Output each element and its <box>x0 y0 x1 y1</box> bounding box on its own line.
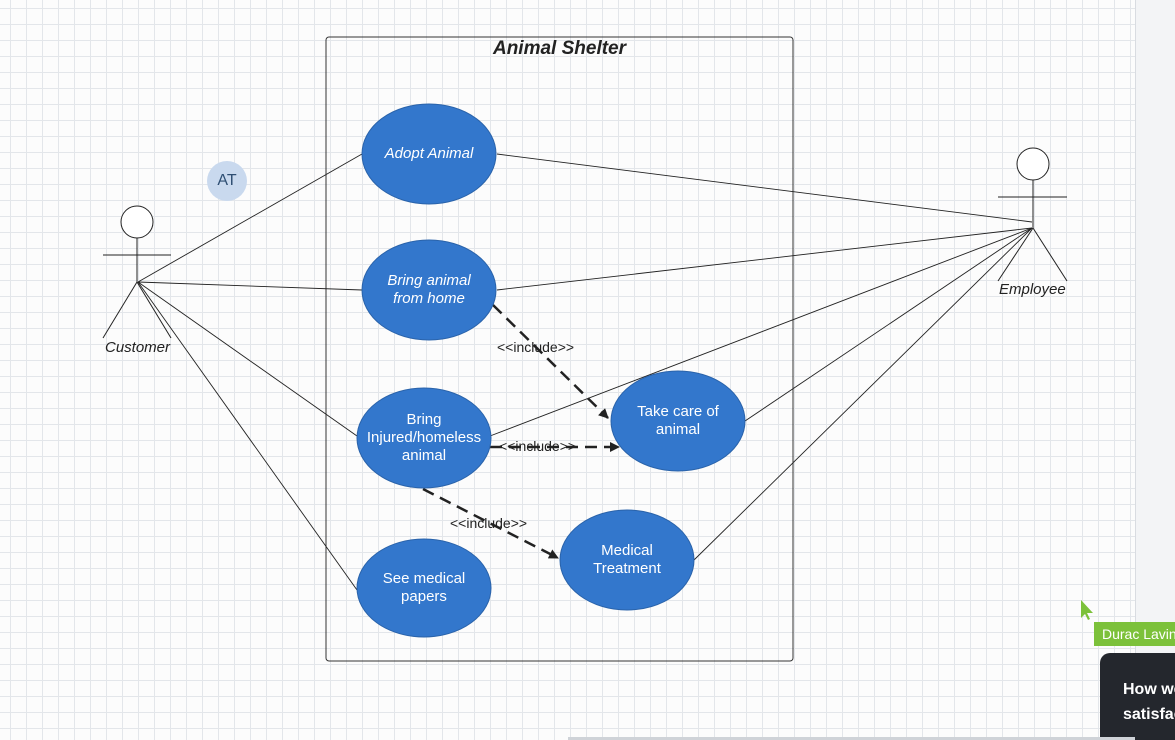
use-case-diagram <box>102 36 1093 662</box>
use-case-bring-injured-animal[interactable] <box>356 387 492 489</box>
actor-employee[interactable] <box>997 147 1068 282</box>
assoc-employee-take-care[interactable] <box>744 227 1033 422</box>
collaborator-cursor-icon <box>1081 600 1093 620</box>
include-arrow-bring-home-to-take-care[interactable] <box>492 304 609 419</box>
assoc-customer-see-papers[interactable] <box>137 281 358 591</box>
use-case-bring-animal-from-home[interactable] <box>361 239 497 341</box>
collaborator-avatar[interactable]: AT <box>207 161 247 201</box>
bottom-scrollbar[interactable] <box>568 737 1135 740</box>
assoc-employee-bring-home[interactable] <box>496 227 1033 291</box>
actor-customer-label: Customer <box>105 339 171 356</box>
employee-head <box>1016 147 1050 181</box>
actor-employee-label: Employee <box>999 281 1066 298</box>
customer-associations <box>137 153 363 591</box>
assoc-employee-adopt[interactable] <box>496 153 1033 223</box>
employee-associations <box>489 153 1033 561</box>
assoc-customer-bring-home[interactable] <box>137 281 363 291</box>
assoc-employee-medical[interactable] <box>693 227 1033 561</box>
assoc-customer-bring-injured[interactable] <box>137 281 358 437</box>
actor-customer[interactable] <box>102 205 172 339</box>
diagram-canvas[interactable] <box>0 0 1135 740</box>
include-arrow-bring-injured-to-medical[interactable] <box>422 487 559 560</box>
include-label-bring-injured-take-care: <<include>> <box>499 438 577 454</box>
include-label-bring-injured-medical: <<include>> <box>450 515 528 531</box>
use-case-take-care-of-animal[interactable] <box>610 370 746 472</box>
system-boundary[interactable] <box>325 36 794 662</box>
assoc-employee-bring-injured[interactable] <box>489 227 1033 437</box>
collaborator-cursor-label: Durac Lavin <box>1094 622 1175 646</box>
system-title: Animal Shelter <box>492 38 627 59</box>
feedback-popup[interactable]: How we satisfac <box>1100 653 1175 740</box>
use-case-adopt-animal[interactable] <box>361 103 497 205</box>
use-case-medical-treatment[interactable] <box>559 509 695 611</box>
feedback-prompt: How we satisfac <box>1123 681 1175 723</box>
include-label-bring-home: <<include>> <box>497 339 575 355</box>
right-panel-edge <box>1135 0 1175 740</box>
use-case-see-medical-papers[interactable] <box>356 538 492 638</box>
customer-head <box>120 205 154 239</box>
assoc-customer-adopt[interactable] <box>137 153 363 283</box>
